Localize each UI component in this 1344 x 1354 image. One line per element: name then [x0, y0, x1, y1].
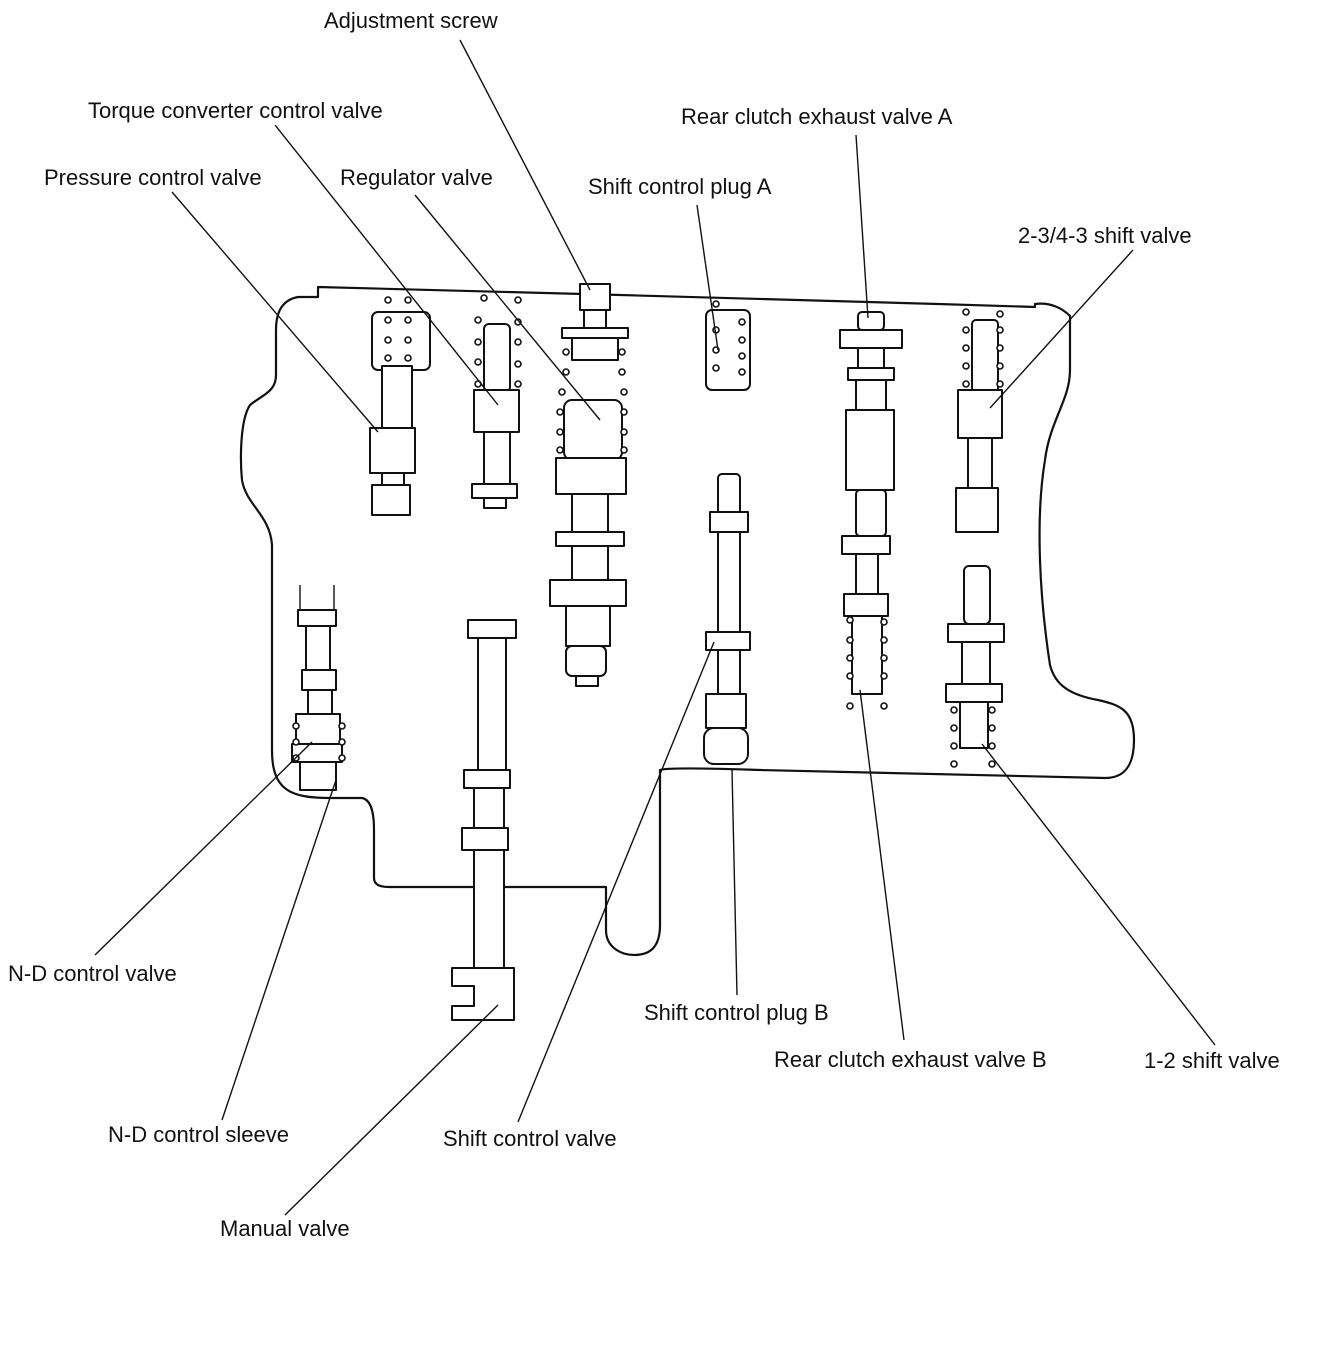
label-manual-valve: Manual valve	[220, 1216, 350, 1241]
leader-rear-clutch-b	[859, 689, 905, 1041]
shift-valve-23-43-part	[955, 308, 1004, 533]
label-shift-valve-12: 1-2 shift valve	[1144, 1048, 1280, 1073]
leader-nd-valve	[94, 741, 313, 956]
label-torque-converter-control-valve: Torque converter control valve	[88, 98, 383, 123]
pressure-control-valve-part	[369, 296, 431, 516]
manual-valve-part	[451, 619, 517, 1021]
shift-valve-12-part	[945, 565, 1005, 768]
nd-control-valve-part	[291, 585, 346, 791]
leader-shift-plug-b	[731, 769, 738, 996]
label-rear-clutch-exhaust-valve-a: Rear clutch exhaust valve A	[681, 104, 953, 129]
leader-torque-converter	[274, 124, 499, 406]
leader-shift-control-valve	[517, 641, 715, 1123]
shift-control-valve-part	[703, 473, 751, 765]
leader-adjustment-screw	[459, 39, 591, 291]
torque-converter-control-valve-part	[471, 294, 522, 509]
labels: Adjustment screw Torque converter contro…	[8, 8, 1280, 1241]
leader-pressure-control	[171, 191, 379, 433]
leader-shift-23-43	[989, 249, 1134, 409]
leader-shift-plug-a	[696, 204, 719, 351]
regulator-valve-part	[549, 283, 629, 687]
label-shift-control-valve: Shift control valve	[443, 1126, 617, 1151]
leader-rear-clutch-a	[855, 134, 869, 319]
leader-lines	[94, 39, 1216, 1216]
label-pressure-control-valve: Pressure control valve	[44, 165, 262, 190]
label-nd-control-valve: N-D control valve	[8, 961, 177, 986]
leader-shift-12	[981, 743, 1216, 1046]
label-shift-control-plug-b: Shift control plug B	[644, 1000, 829, 1025]
label-regulator-valve: Regulator valve	[340, 165, 493, 190]
label-rear-clutch-exhaust-valve-b: Rear clutch exhaust valve B	[774, 1047, 1047, 1072]
label-shift-control-plug-a: Shift control plug A	[588, 174, 772, 199]
leader-regulator	[414, 194, 601, 421]
leader-manual-valve	[284, 1004, 499, 1216]
label-shift-valve-23-43: 2-3/4-3 shift valve	[1018, 223, 1192, 248]
label-nd-control-sleeve: N-D control sleeve	[108, 1122, 289, 1147]
valve-body-outline	[239, 285, 1136, 957]
leader-nd-sleeve	[221, 779, 337, 1121]
rear-clutch-exhaust-valve-part	[839, 311, 903, 710]
label-adjustment-screw: Adjustment screw	[324, 8, 498, 33]
